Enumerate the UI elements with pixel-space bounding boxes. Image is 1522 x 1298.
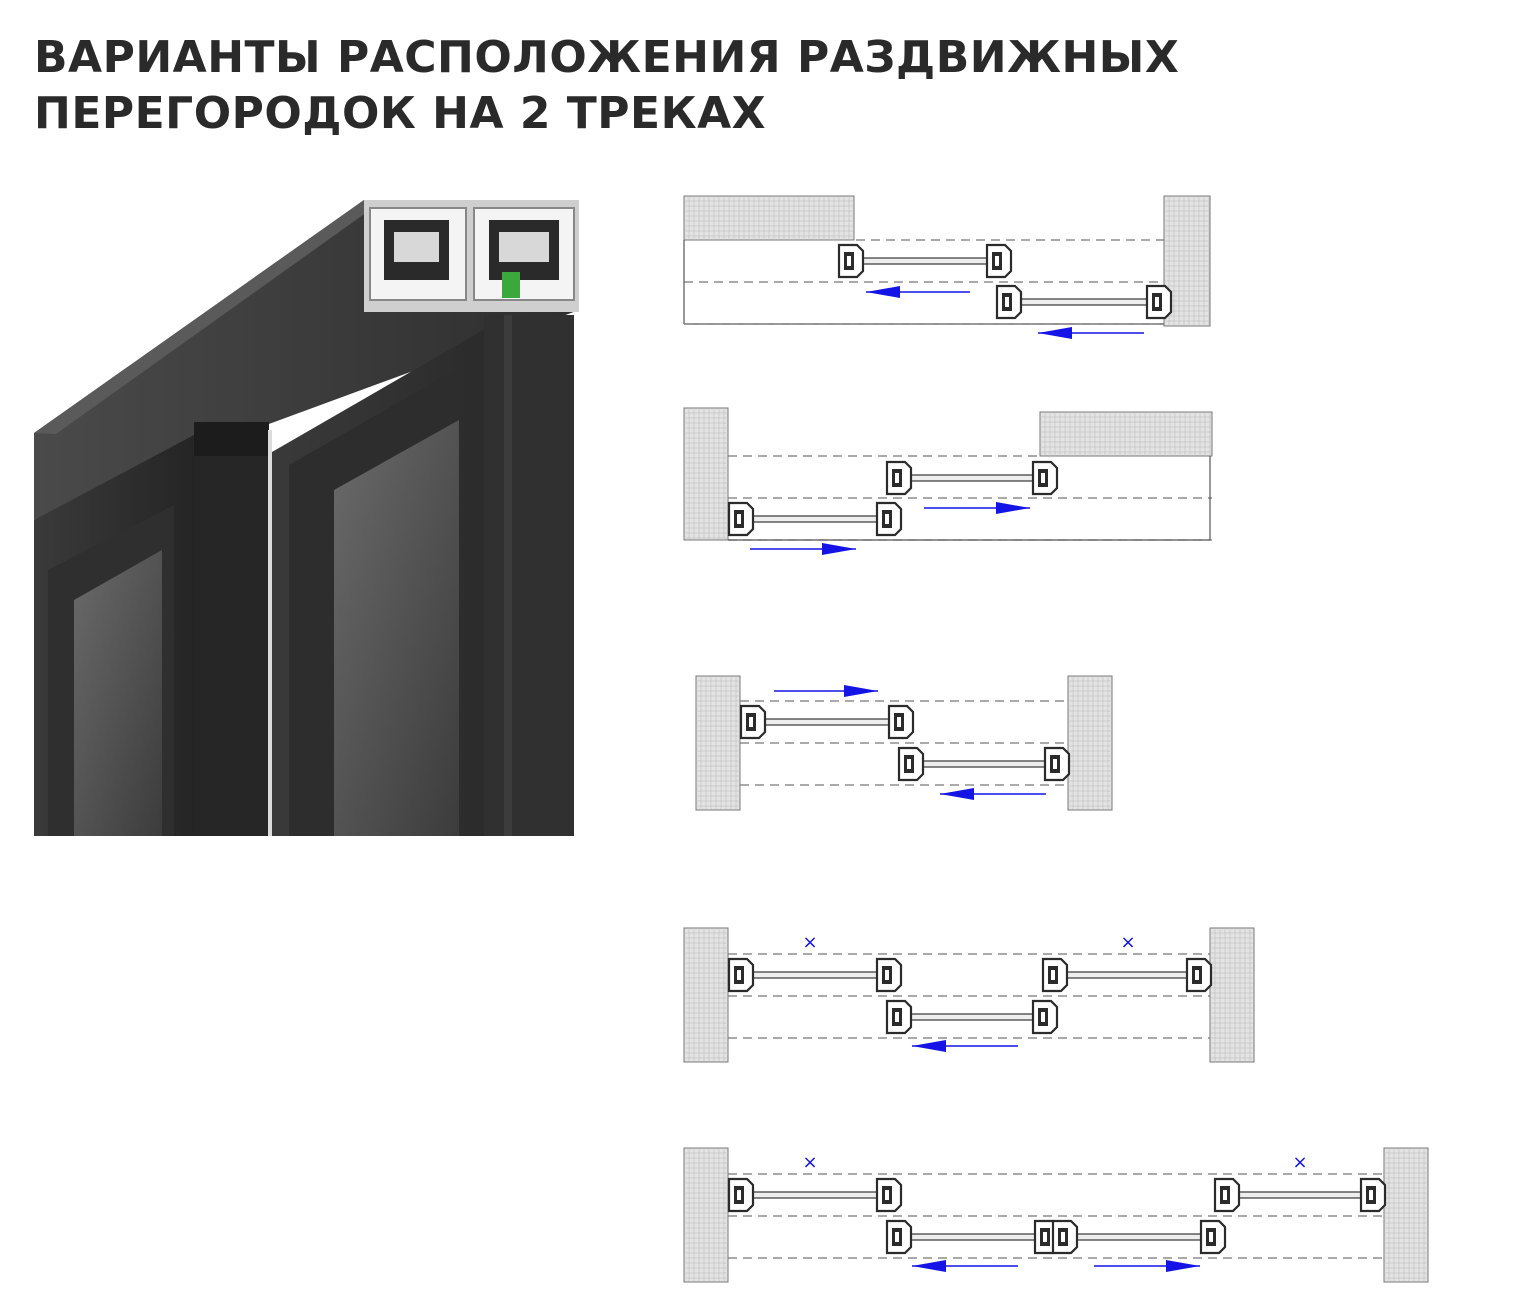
sliding-panel xyxy=(739,971,889,979)
wall xyxy=(1039,411,1213,457)
panel-profile xyxy=(995,284,1023,320)
sliding-panel xyxy=(1063,1233,1213,1241)
diagram-variant-3 xyxy=(695,675,1113,811)
panel-profile xyxy=(875,501,903,537)
panel-profile xyxy=(1031,999,1059,1035)
panel-profile xyxy=(1359,1177,1387,1213)
diagram-variant-5: ×× xyxy=(683,1147,1429,1283)
panel-profile xyxy=(1043,746,1071,782)
profile-render-image xyxy=(34,200,579,836)
wall xyxy=(683,195,855,241)
panel-profile xyxy=(1031,460,1059,496)
wall xyxy=(1383,1147,1429,1283)
direction-arrow xyxy=(774,685,878,697)
direction-arrow xyxy=(940,788,1046,800)
page-title-line-2: ПЕРЕГОРОДОК НА 2 ТРЕКАХ xyxy=(34,88,767,139)
panel-profile xyxy=(1199,1219,1227,1255)
fixed-panel-mark: × xyxy=(1292,1152,1307,1173)
wall xyxy=(683,927,729,1063)
sliding-panel xyxy=(909,760,1057,768)
direction-arrow xyxy=(912,1040,1018,1052)
panel-profile xyxy=(837,243,865,279)
fixed-panel-mark: × xyxy=(802,1152,817,1173)
panel-profile xyxy=(887,704,915,740)
sliding-panel xyxy=(1053,971,1199,979)
fixed-panel-mark: × xyxy=(1120,932,1135,953)
wall xyxy=(1067,675,1113,811)
panel-profile xyxy=(897,746,925,782)
sliding-panel xyxy=(1225,1191,1373,1199)
sliding-panel xyxy=(849,257,999,265)
panel-profile xyxy=(875,1177,903,1213)
sliding-panel xyxy=(739,1191,889,1199)
panel-profile xyxy=(1185,957,1213,993)
sliding-panel xyxy=(1007,298,1159,306)
wall xyxy=(1209,927,1255,1063)
panel-profile xyxy=(875,957,903,993)
direction-arrow xyxy=(750,543,856,555)
panel-profile xyxy=(1041,957,1069,993)
sliding-panel xyxy=(739,515,889,523)
panel-profile xyxy=(885,460,913,496)
sliding-panel xyxy=(897,1013,1045,1021)
diagram-variant-4: ×× xyxy=(683,927,1255,1063)
wall xyxy=(683,1147,729,1283)
panel-profile xyxy=(727,957,755,993)
wall xyxy=(695,675,741,811)
wall xyxy=(683,407,729,541)
page-title: ВАРИАНТЫ РАСПОЛОЖЕНИЯ РАЗДВИЖНЫХ ПЕРЕГОР… xyxy=(34,30,1179,142)
panel-profile xyxy=(1213,1177,1241,1213)
direction-arrow xyxy=(912,1260,1018,1272)
page-title-line-1: ВАРИАНТЫ РАСПОЛОЖЕНИЯ РАЗДВИЖНЫХ xyxy=(34,32,1180,83)
sliding-panel xyxy=(897,474,1045,482)
diagram-variant-2 xyxy=(683,407,1213,555)
panel-profile xyxy=(1051,1219,1079,1255)
direction-arrow xyxy=(1094,1260,1200,1272)
panel-profile xyxy=(739,704,767,740)
direction-arrow xyxy=(866,286,970,298)
diagram-variant-1 xyxy=(683,195,1211,339)
panel-profile xyxy=(885,1219,913,1255)
direction-arrow xyxy=(924,502,1030,514)
direction-arrow xyxy=(1038,327,1144,339)
panel-profile xyxy=(727,1177,755,1213)
sliding-panel xyxy=(897,1233,1047,1241)
panel-profile xyxy=(985,243,1013,279)
panel-profile xyxy=(1145,284,1173,320)
sliding-panel xyxy=(751,718,901,726)
panel-profile xyxy=(885,999,913,1035)
fixed-panel-mark: × xyxy=(802,932,817,953)
panel-profile xyxy=(727,501,755,537)
